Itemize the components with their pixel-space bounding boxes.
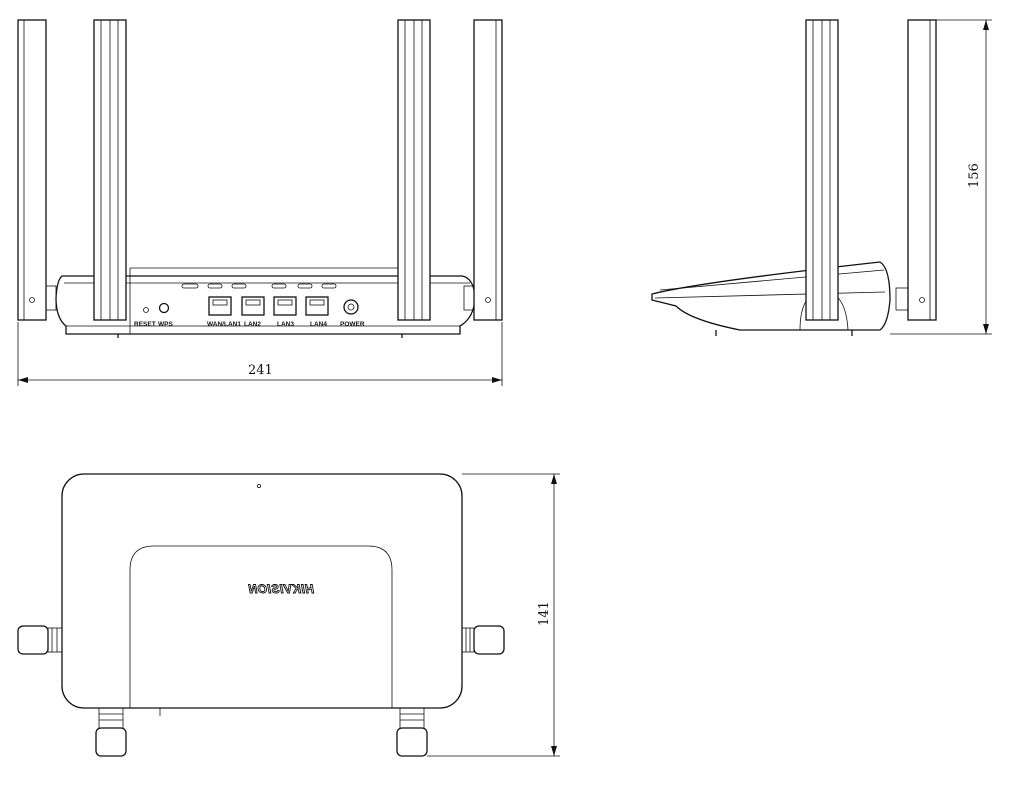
height-value: 156 bbox=[967, 163, 982, 188]
reset-button bbox=[143, 307, 149, 313]
router-body-top bbox=[61, 473, 463, 709]
brand-logo: HIKVISION bbox=[248, 582, 314, 596]
width-value: 241 bbox=[248, 363, 273, 378]
port-lan3 bbox=[273, 296, 297, 316]
top-antenna-bottom-left bbox=[95, 707, 127, 757]
side-antenna-front bbox=[805, 19, 839, 321]
width-dimension: 241 bbox=[17, 322, 503, 386]
led-indicators bbox=[181, 283, 337, 289]
lan2-label: LAN2 bbox=[244, 321, 261, 328]
router-body-side bbox=[651, 261, 891, 331]
top-antenna-right bbox=[461, 625, 505, 655]
router-body-front bbox=[55, 275, 476, 335]
wps-button bbox=[158, 302, 170, 314]
top-view: HIKVISION bbox=[17, 473, 560, 757]
front-view: RESET WPS WAN/LAN1 LAN2 LAN3 LAN4 POWER bbox=[17, 19, 503, 386]
side-antenna-rear bbox=[895, 19, 937, 321]
depth-dimension: 141 bbox=[427, 473, 560, 757]
lan4-label: LAN4 bbox=[310, 321, 327, 328]
top-antenna-left bbox=[17, 625, 63, 655]
top-antenna-bottom-right bbox=[396, 707, 428, 757]
port-lan2 bbox=[241, 296, 265, 316]
port-wan-lan1 bbox=[208, 296, 232, 316]
power-jack bbox=[343, 299, 359, 315]
lan3-label: LAN3 bbox=[277, 321, 294, 328]
wps-label: WPS bbox=[158, 321, 173, 328]
side-view: 156 bbox=[651, 19, 992, 336]
ethernet-ports bbox=[208, 296, 329, 316]
port-lan4 bbox=[305, 296, 329, 316]
antenna-far-left bbox=[17, 19, 57, 321]
wan-lan1-label: WAN/LAN1 bbox=[207, 321, 241, 328]
power-label: POWER bbox=[340, 321, 365, 328]
antenna-inner-left bbox=[93, 19, 127, 321]
height-dimension: 156 bbox=[890, 19, 992, 335]
depth-value: 141 bbox=[537, 601, 552, 626]
antenna-inner-right bbox=[397, 19, 431, 321]
antenna-far-right bbox=[463, 19, 503, 321]
reset-label: RESET bbox=[134, 321, 156, 328]
